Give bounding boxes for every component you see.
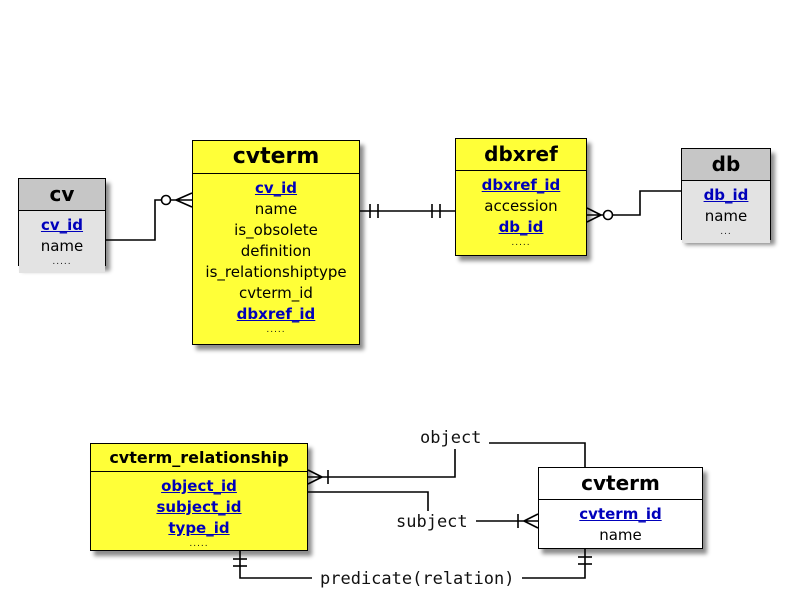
table-cvterm-relationship-fields: object_id subject_id type_id ..... [91, 472, 307, 555]
field-db-id: db_id [703, 186, 749, 204]
table-dbxref: dbxref dbxref_id accession db_id ..... [455, 138, 587, 256]
field-definition: definition [240, 242, 312, 260]
table-cvterm-fields: cv_id name is_obsolete definition is_rel… [193, 174, 359, 341]
table-cv-fields: cv_id name ..... [19, 211, 105, 273]
label-predicate: predicate(relation) [312, 568, 523, 590]
field-cv-id: cv_id [254, 179, 298, 197]
table-db-title: db [682, 149, 770, 181]
connector-cv-cvterm [106, 192, 193, 241]
field-cvterm-id: cvterm_id [239, 284, 313, 302]
field-ellipsis: ..... [266, 325, 286, 335]
table-dbxref-title: dbxref [456, 139, 586, 171]
table-cv-title: cv [19, 179, 105, 211]
table-cvterm-2-title: cvterm [539, 468, 702, 500]
field-db-name: name [704, 207, 748, 225]
label-subject: subject [388, 511, 476, 533]
optional-circle-icon [602, 209, 614, 221]
field-db-id: db_id [498, 218, 544, 236]
table-cvterm-relationship-title: cvterm_relationship [91, 444, 307, 472]
field-ellipsis: ..... [511, 238, 531, 248]
table-db-fields: db_id name ... [682, 181, 770, 243]
field-dbxref-id: dbxref_id [481, 176, 561, 194]
crow-foot-icon [523, 513, 539, 529]
table-cvterm: cvterm cv_id name is_obsolete definition… [192, 140, 360, 345]
optional-circle-icon [160, 194, 172, 206]
field-is-obsolete: is_obsolete [234, 221, 318, 239]
field-name: name [254, 200, 298, 218]
crow-foot-icon [307, 469, 323, 485]
crow-foot-icon [586, 207, 602, 223]
field-ellipsis: ... [720, 227, 732, 237]
field-type-id: type_id [168, 519, 230, 537]
table-db: db db_id name ... [681, 148, 771, 243]
field-cvterm-id: cvterm_id [579, 505, 662, 523]
field-dbxref-id: dbxref_id [236, 305, 316, 323]
crow-foot-icon [175, 192, 193, 208]
table-cvterm-title: cvterm [193, 141, 359, 174]
field-subject-id: subject_id [156, 498, 242, 516]
field-name: name [599, 526, 642, 544]
field-accession: accession [484, 197, 558, 215]
field-is-relationshiptype: is_relationshiptype [205, 263, 347, 281]
field-cv-name: name [40, 237, 84, 255]
field-cv-id: cv_id [40, 216, 84, 234]
table-cvterm-2-fields: cvterm_id name [539, 500, 702, 551]
table-cvterm-relationship: cvterm_relationship object_id subject_id… [90, 443, 308, 551]
table-cvterm-2: cvterm cvterm_id name [538, 467, 703, 549]
table-cv: cv cv_id name ..... [18, 178, 106, 273]
field-object-id: object_id [161, 477, 237, 495]
connector-cvterm-dbxref [360, 204, 455, 218]
table-dbxref-fields: dbxref_id accession db_id ..... [456, 171, 586, 254]
connector-dbxref-db [586, 190, 681, 223]
field-ellipsis: ..... [189, 539, 209, 549]
label-object: object [412, 427, 490, 449]
field-ellipsis: ..... [52, 257, 72, 267]
